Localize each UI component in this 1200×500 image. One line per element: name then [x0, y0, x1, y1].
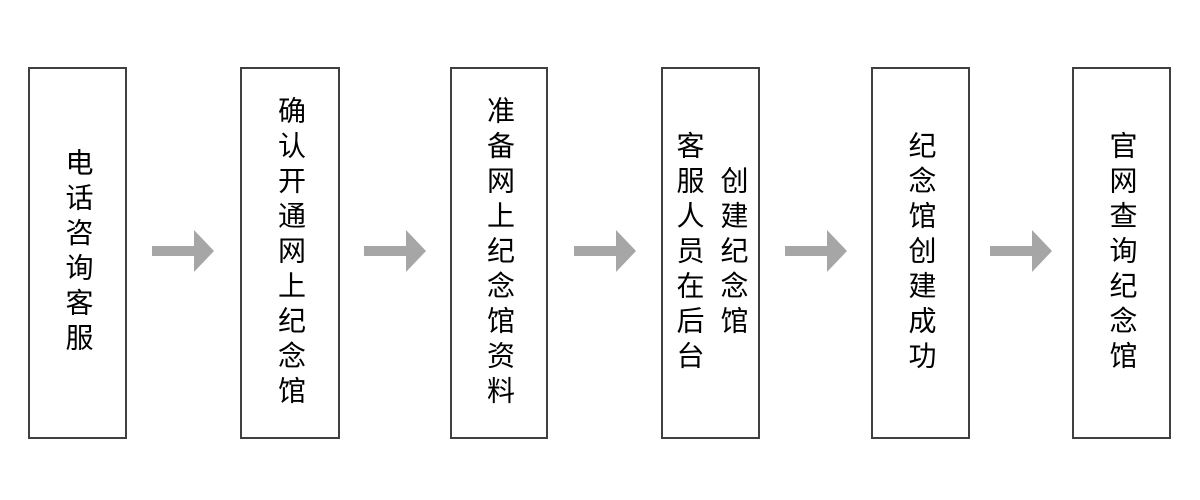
flow-step-box-2: 确认开通网上纪念馆 — [240, 67, 340, 439]
arrow-right-shape — [785, 230, 847, 272]
arrow-right-shape — [364, 230, 426, 272]
flow-step-label-line-2: 创建纪念馆 — [717, 165, 749, 341]
arrow-right-icon — [364, 230, 426, 272]
arrow-right-shape — [574, 230, 636, 272]
flow-step-label: 确认开通网上纪念馆 — [275, 95, 306, 411]
flow-step-label: 官网查询纪念馆 — [1106, 130, 1138, 376]
arrow-right-shape — [152, 230, 214, 272]
arrow-right-shape — [990, 230, 1052, 272]
arrow-right-icon — [990, 230, 1052, 272]
flow-step-box-3: 准备网上纪念馆资料 — [450, 67, 548, 439]
flow-step-box-6: 官网查询纪念馆 — [1072, 67, 1171, 439]
arrow-right-icon — [785, 230, 847, 272]
flow-step-label: 电话咨询客服 — [62, 148, 94, 358]
arrow-right-icon — [152, 230, 214, 272]
flow-step-label: 准备网上纪念馆资料 — [484, 95, 515, 411]
flow-step-box-5: 纪念馆创建成功 — [871, 67, 970, 439]
arrow-right-icon — [574, 230, 636, 272]
flow-step-label-line-1: 客服人员在后台 — [673, 130, 705, 376]
flow-step-label: 纪念馆创建成功 — [905, 130, 937, 376]
flow-step-box-1: 电话咨询客服 — [28, 67, 127, 439]
flow-step-box-4: 客服人员在后台 创建纪念馆 — [661, 67, 760, 439]
